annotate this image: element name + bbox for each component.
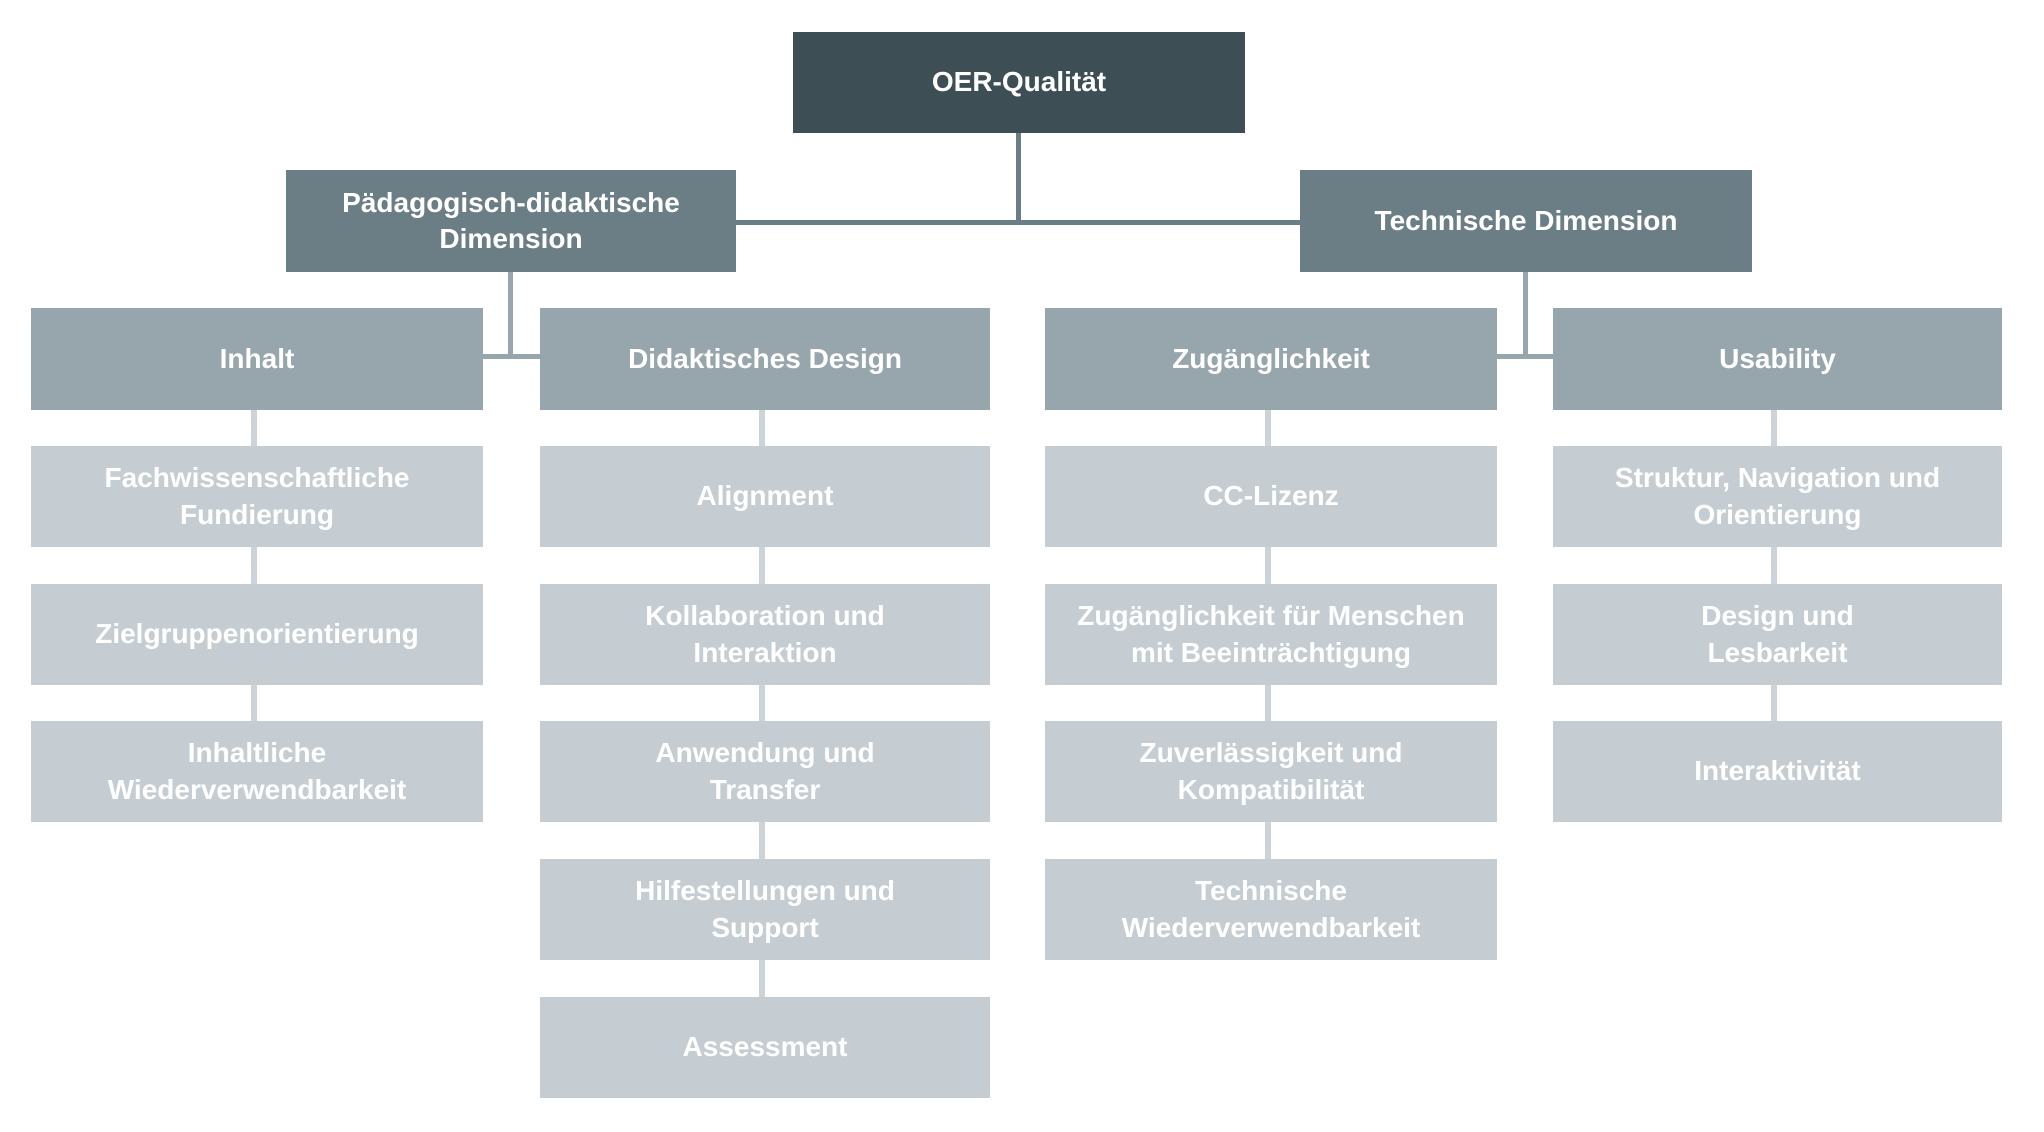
connector-col3-1 [1265, 410, 1271, 446]
category-node-inhalt: Inhalt [31, 308, 483, 410]
item-node-design-und-lesbarkeit: Design und Lesbarkeit [1553, 584, 2002, 685]
connector-col3-2 [1265, 547, 1271, 584]
item-node-zuverlaessigkeit-und-kompatibilitaet: Zuverlässigkeit und Kompatibilität [1045, 721, 1497, 822]
item-node-anwendung-und-transfer: Anwendung und Transfer [540, 721, 990, 822]
item-node-struktur-navigation-orientierung: Struktur, Navigation und Orientierung [1553, 446, 2002, 547]
item-node-alignment: Alignment [540, 446, 990, 547]
connector-col2-4 [759, 822, 765, 859]
item-node-kollaboration-und-interaktion: Kollaboration und Interaktion [540, 584, 990, 685]
item-node-zielgruppenorientierung: Zielgruppenorientierung [31, 584, 483, 685]
category-node-zugaenglichkeit: Zugänglichkeit [1045, 308, 1497, 410]
dimension-node-paedagogisch-didaktisch: Pädagogisch-didaktische Dimension [286, 170, 736, 272]
connector-col2-2 [759, 547, 765, 584]
item-node-assessment: Assessment [540, 997, 990, 1098]
connector-col4-2 [1771, 547, 1777, 584]
connector-col1-1 [251, 410, 257, 446]
item-node-fachwissenschaftliche-fundierung: Fachwissenschaftliche Fundierung [31, 446, 483, 547]
category-node-didaktisches-design: Didaktisches Design [540, 308, 990, 410]
connector-col1-3 [251, 685, 257, 721]
item-node-technische-wiederverwendbarkeit: Technische Wiederverwendbarkeit [1045, 859, 1497, 960]
connector-gap2-horizontal [1497, 354, 1553, 359]
connector-dim1-vertical [508, 272, 513, 358]
item-node-inhaltliche-wiederverwendbarkeit: Inhaltliche Wiederverwendbarkeit [31, 721, 483, 822]
category-node-usability: Usability [1553, 308, 2002, 410]
connector-col4-1 [1771, 410, 1777, 446]
connector-root-vertical [1016, 133, 1021, 224]
connector-col3-4 [1265, 822, 1271, 859]
connector-dim2-vertical [1523, 272, 1528, 358]
connector-gap1-horizontal [483, 354, 540, 359]
item-node-hilfestellungen-und-support: Hilfestellungen und Support [540, 859, 990, 960]
item-node-cc-lizenz: CC-Lizenz [1045, 446, 1497, 547]
connector-col4-3 [1771, 685, 1777, 721]
connector-col2-1 [759, 410, 765, 446]
item-node-interaktivitaet: Interaktivität [1553, 721, 2002, 822]
connector-col1-2 [251, 547, 257, 584]
connector-col2-3 [759, 685, 765, 721]
connector-col3-3 [1265, 685, 1271, 721]
root-node-oer-qualitaet: OER-Qualität [793, 32, 1245, 133]
item-node-zugaenglichkeit-fuer-menschen: Zugänglichkeit für Menschen mit Beeinträ… [1045, 584, 1497, 685]
connector-root-horizontal [735, 220, 1305, 225]
connector-col2-5 [759, 960, 765, 997]
dimension-node-technisch: Technische Dimension [1300, 170, 1752, 272]
